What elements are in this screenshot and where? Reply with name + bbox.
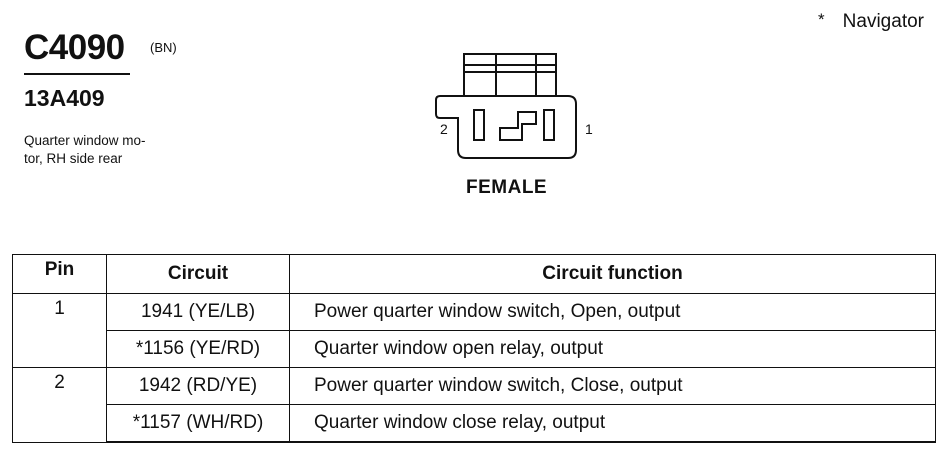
header-circuit: Circuit [106,254,290,294]
terminal-pin-2 [473,109,485,141]
terminal-key [499,111,537,141]
connector-gender-label: FEMALE [466,177,548,198]
connector-description: Quarter window mo- tor, RH side rear [24,132,204,168]
connector-color-code: (BN) [150,40,177,55]
circuit-cell: 1941 (YE/LB) [106,293,290,331]
table-row: 1 1941 (YE/LB) Power quarter window swit… [12,293,936,368]
pin-number: 1 [12,293,107,368]
navigator-note: * Navigator [818,10,924,33]
pinout-table: Pin Circuit Circuit function 1 1941 (YE/… [12,254,936,443]
header-function: Circuit function [289,254,936,294]
circuit-cell: *1157 (WH/RD) [106,404,290,443]
part-number: 13A409 [24,85,105,111]
connector-latch [463,53,557,97]
description-line-2: tor, RH side rear [24,151,123,166]
header-pin: Pin [12,254,107,294]
pin-number: 2 [12,367,107,443]
function-cell: Power quarter window switch, Close, outp… [289,367,936,405]
function-cell: Power quarter window switch, Open, outpu… [289,293,936,331]
title-underline [24,73,130,75]
note-marker: * [818,10,825,29]
connector-face-diagram: 2 1 [435,53,593,159]
note-text: Navigator [842,11,924,32]
table-row: *1156 (YE/RD) Quarter window open relay,… [13,330,936,368]
function-cell: Quarter window open relay, output [289,330,936,368]
connector-id: C4090 [24,28,125,67]
circuit-cell: 1942 (RD/YE) [106,367,290,405]
pin-label-1: 1 [585,121,593,137]
table-row: 2 1942 (RD/YE) Power quarter window swit… [12,367,936,443]
table-header-row: Pin Circuit Circuit function [12,254,936,294]
terminal-pin-1 [543,109,555,141]
circuit-cell: *1156 (YE/RD) [106,330,290,368]
table-row: *1157 (WH/RD) Quarter window close relay… [13,404,936,443]
function-cell: Quarter window close relay, output [289,404,936,443]
description-line-1: Quarter window mo- [24,133,146,148]
pin-label-2: 2 [440,121,448,137]
